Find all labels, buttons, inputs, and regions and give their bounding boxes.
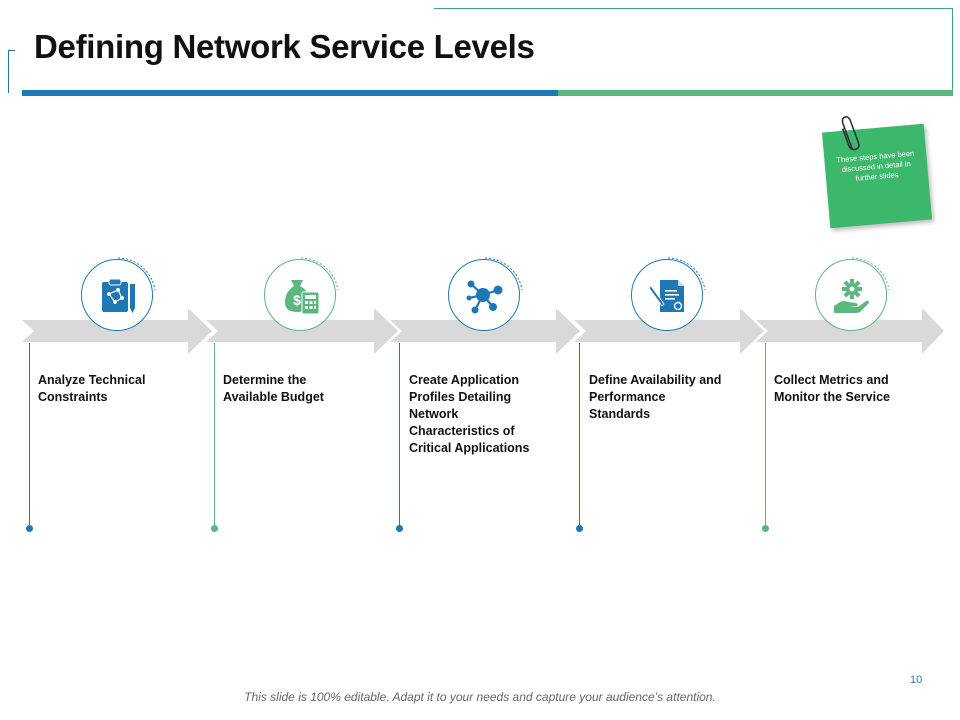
arrow-1 bbox=[22, 308, 212, 354]
step-2-icon-circle: $ bbox=[264, 257, 339, 331]
slide-title: Defining Network Service Levels bbox=[34, 28, 535, 65]
process-arrows bbox=[22, 308, 944, 354]
step-5-dot bbox=[762, 525, 769, 532]
page-number: 10 bbox=[910, 674, 923, 686]
arrow-5 bbox=[756, 308, 944, 354]
step-3-icon-circle bbox=[448, 257, 523, 331]
step-4-dashed-arc bbox=[667, 257, 706, 291]
step-4-label: Define Availability and Performance Stan… bbox=[589, 373, 722, 421]
step-2-label: Determine the Available Budget bbox=[223, 373, 324, 404]
step-4-connector bbox=[579, 343, 580, 529]
step-4-icon-circle bbox=[631, 257, 706, 331]
step-3-label: Create Application Profiles Detailing Ne… bbox=[409, 373, 530, 455]
svg-text:$: $ bbox=[293, 292, 301, 308]
title-underline-green bbox=[558, 90, 953, 96]
step-3-dot bbox=[396, 525, 403, 532]
step-5-icon-circle bbox=[815, 257, 890, 331]
step-3-connector bbox=[399, 343, 400, 529]
hand-gear-icon bbox=[834, 279, 869, 313]
title-underline-blue bbox=[22, 90, 558, 96]
paperclip-icon bbox=[841, 116, 860, 151]
network-nodes-icon bbox=[466, 280, 503, 314]
step-3-dashed-arc bbox=[484, 257, 523, 291]
money-bag-calculator-icon: $ bbox=[285, 280, 320, 315]
step-2-dashed-arc bbox=[300, 257, 339, 291]
header-frame-top bbox=[434, 8, 952, 9]
step-1-dashed-arc bbox=[117, 257, 156, 291]
header-frame-right bbox=[952, 8, 953, 92]
sticky-note: These steps have been discussed in detai… bbox=[822, 123, 932, 229]
step-5-label: Collect Metrics and Monitor the Service bbox=[774, 373, 890, 404]
step-4-dot bbox=[576, 525, 583, 532]
contract-pen-icon bbox=[648, 280, 684, 312]
step-1-dot bbox=[26, 525, 33, 532]
header-frame-left bbox=[8, 50, 15, 93]
step-5-dashed-arc bbox=[851, 257, 890, 291]
step-5-connector bbox=[765, 343, 766, 529]
step-2-dot bbox=[211, 525, 218, 532]
arrow-4 bbox=[574, 308, 764, 354]
arrow-3 bbox=[390, 308, 580, 354]
arrow-2 bbox=[206, 308, 398, 354]
step-1-connector bbox=[29, 343, 30, 529]
step-1-label: Analyze Technical Constraints bbox=[38, 373, 146, 404]
step-1-icon-circle bbox=[81, 257, 156, 331]
clipboard-network-icon bbox=[102, 278, 135, 313]
step-2-connector bbox=[214, 343, 215, 529]
footer-note: This slide is 100% editable. Adapt it to… bbox=[244, 690, 716, 704]
